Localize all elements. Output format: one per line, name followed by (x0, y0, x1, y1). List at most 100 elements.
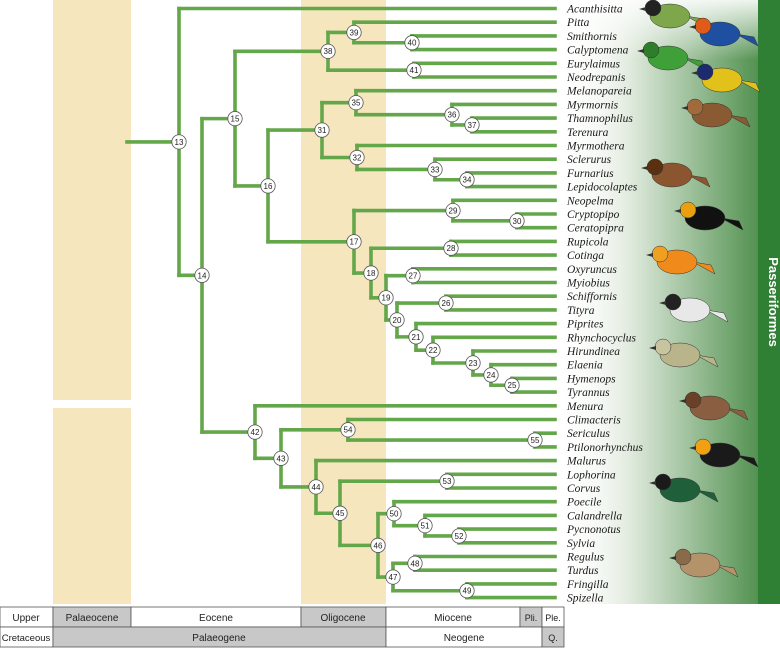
timescale-row-periods: Cretaceous Palaeogene Neogene Q. (0, 626, 565, 648)
palaeocene-band-lower (53, 408, 131, 604)
bird-head (654, 338, 672, 356)
node-label: 23 (469, 359, 478, 368)
ts-quaternary-box (541, 626, 565, 648)
node-circle (465, 355, 481, 371)
node-44: 44 (308, 479, 324, 495)
bird-head (664, 293, 682, 311)
node-17: 17 (346, 234, 362, 250)
node-41: 41 (406, 62, 422, 78)
node-label: 41 (410, 66, 419, 75)
node-circle (308, 479, 324, 495)
node-label: 25 (508, 381, 517, 390)
node-label: 40 (408, 39, 417, 48)
bird-beak (649, 346, 656, 350)
bird-head (684, 391, 702, 409)
node-18: 18 (363, 265, 379, 281)
taxon-label: Ptilonorhynchus (566, 442, 643, 454)
taxon-label: Sericulus (567, 428, 610, 440)
bird-head (696, 63, 714, 81)
node-20: 20 (389, 312, 405, 328)
taxon-labels: AcanthisittaPittaSmithornisCalyptomenaEu… (566, 4, 643, 605)
node-circle (346, 24, 362, 41)
node-label: 49 (463, 587, 472, 596)
node-circle (439, 473, 455, 489)
node-13: 13 (171, 134, 187, 150)
bird-illustration (646, 245, 716, 275)
taxon-label: Ceratopipra (567, 223, 624, 235)
taxon-label: Turdus (567, 565, 599, 577)
node-22: 22 (425, 342, 441, 358)
taxon-label: Lepidocolaptes (566, 182, 638, 194)
bird-illustration (669, 548, 739, 578)
bird-illustration (649, 473, 719, 503)
node-label: 52 (455, 532, 464, 541)
node-38: 38 (320, 43, 336, 59)
bird-beak (639, 7, 646, 11)
node-42: 42 (247, 424, 263, 440)
node-31: 31 (314, 122, 330, 138)
taxon-label: Oxyruncus (567, 264, 617, 276)
taxon-label: Acanthisitta (566, 4, 623, 16)
bird-illustration (689, 438, 759, 468)
taxon-label: Myrmornis (566, 99, 619, 111)
bird-tail (715, 564, 739, 578)
node-circle (425, 342, 441, 358)
taxon-label: Lophorina (566, 469, 616, 481)
node-label: 17 (350, 238, 359, 247)
taxon-label: Myrmothera (566, 141, 625, 153)
node-label: 13 (175, 138, 184, 147)
bird-illustration (691, 63, 761, 93)
node-circle (404, 35, 420, 51)
node-label: 50 (390, 510, 399, 519)
node-32: 32 (349, 149, 365, 166)
node-circle (385, 569, 401, 585)
node-circle (260, 178, 276, 194)
bird-tail (735, 33, 759, 47)
node-label: 47 (389, 573, 398, 582)
node-19: 19 (378, 290, 394, 306)
bird-head (686, 98, 704, 116)
taxon-label: Elaenia (566, 360, 603, 372)
node-label: 14 (198, 271, 207, 280)
taxon-label: Pitta (566, 17, 590, 29)
bird-beak (689, 446, 696, 450)
node-47: 47 (385, 569, 401, 585)
node-label: 19 (382, 294, 391, 303)
node-50: 50 (386, 506, 402, 522)
taxon-label: Menura (566, 401, 604, 413)
node-label: 32 (353, 153, 362, 162)
bird-tail (692, 261, 716, 275)
bird-illustrations (637, 0, 761, 578)
taxon-label: Poecile (566, 497, 601, 509)
bird-head (646, 158, 664, 176)
node-label: 36 (448, 111, 457, 120)
node-28: 28 (443, 240, 459, 256)
node-label: 46 (374, 541, 383, 550)
taxon-label: Neodrepanis (566, 72, 626, 84)
node-circle (171, 134, 187, 150)
node-circle (443, 240, 459, 256)
bird-head (694, 438, 712, 456)
bird-tail (735, 454, 759, 468)
bird-beak (637, 49, 644, 53)
node-label: 45 (336, 509, 345, 518)
time-bands (53, 0, 386, 604)
node-label: 44 (312, 483, 321, 492)
node-53: 53 (439, 473, 455, 489)
node-label: 20 (393, 316, 402, 325)
node-label: 18 (367, 269, 376, 278)
node-circle (340, 422, 356, 438)
node-43: 43 (273, 450, 289, 466)
node-26: 26 (438, 295, 454, 311)
node-55: 55 (527, 432, 543, 448)
ts-pleistocene: Ple. (545, 613, 561, 623)
illustration-panel: Passeriformes (555, 0, 780, 604)
bird-tail (725, 407, 749, 421)
bird-beak (659, 301, 666, 305)
node-label: 16 (264, 182, 273, 191)
node-label: 29 (449, 206, 458, 215)
node-label: 48 (411, 559, 420, 568)
node-label: 21 (412, 333, 421, 342)
node-label: 26 (442, 299, 451, 308)
node-circle (527, 432, 543, 448)
